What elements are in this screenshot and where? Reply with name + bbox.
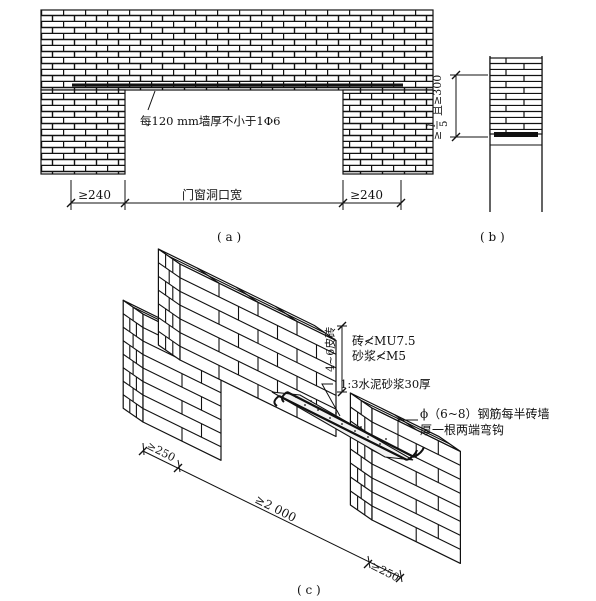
rebar-note-bg xyxy=(136,113,308,129)
course-height-dim xyxy=(337,321,347,397)
caption-c: ( c ) xyxy=(297,583,321,597)
section-wall xyxy=(489,57,543,135)
figure-c: 4~6皮砖 砖≮MU7.5 砂浆≮M5 1:3水泥砂浆30厚 ϕ（6~8）钢筋每… xyxy=(122,248,550,597)
rebar-leader xyxy=(147,90,156,111)
left-brick-mass xyxy=(122,248,337,461)
dim-right-a: ≥240 xyxy=(350,188,383,202)
course-height-label: 4~6皮砖 xyxy=(323,327,337,372)
svg-text:5: 5 xyxy=(439,121,450,127)
dimension-a xyxy=(66,180,406,210)
dim-left-a: ≥240 xyxy=(78,188,111,202)
caption-b: ( b ) xyxy=(480,230,505,244)
mortar-grade: 砂浆≮M5 xyxy=(352,348,406,363)
dim-b-label: ≥ l 5 且≥300 xyxy=(427,75,450,140)
wall-above-opening xyxy=(40,9,434,91)
figure-b: ≥ l 5 且≥300 ( b ) xyxy=(427,56,543,244)
dim-left-c: ≥250 xyxy=(145,439,178,464)
dim-right-c: ≥250 xyxy=(369,559,402,584)
section-rebar xyxy=(494,132,538,137)
left-pier xyxy=(40,89,126,175)
mortar-leader xyxy=(321,383,341,417)
rebar-label-line1: ϕ（6~8）钢筋每半砖墙 xyxy=(420,406,550,421)
brick-grade: 砖≮MU7.5 xyxy=(352,333,416,348)
dimension-b xyxy=(450,70,488,142)
opening-width-label: 门窗洞口宽 xyxy=(182,187,242,202)
rebar-label-line2: 厚一根两端弯钩 xyxy=(420,422,504,437)
caption-a: ( a ) xyxy=(217,230,241,244)
svg-text:且≥300: 且≥300 xyxy=(431,75,444,116)
svg-text:l: l xyxy=(427,124,438,127)
figure-a: 每120 mm墙厚不小于1Φ6 ≥240 门窗洞口宽 ≥240 ( a ) xyxy=(40,9,434,244)
right-pier xyxy=(342,89,434,175)
svg-text:≥: ≥ xyxy=(431,131,444,140)
span-dimension xyxy=(138,442,405,583)
mortar-bed-label: 1:3水泥砂浆30厚 xyxy=(340,377,431,391)
lintel-mortar-bed xyxy=(271,391,425,461)
rebar-note: 每120 mm墙厚不小于1Φ6 xyxy=(140,114,280,128)
rebar-leader-c xyxy=(397,419,418,448)
